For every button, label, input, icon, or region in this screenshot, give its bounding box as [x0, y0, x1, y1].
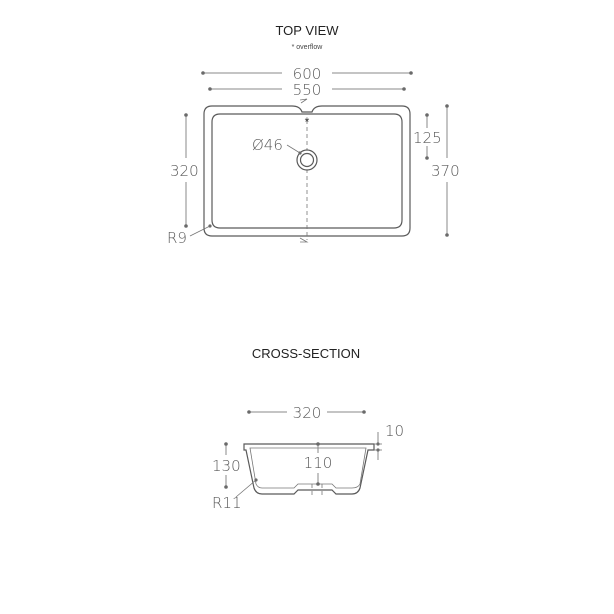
outer-width-dimension: 600 [201, 65, 413, 83]
overflow-offset-dimension: 125 [413, 113, 442, 160]
inner-width-label: 550 [293, 81, 322, 99]
corner-radius-label: R9 [167, 229, 187, 247]
drain-icon [286, 144, 318, 171]
section-cut-mark-bottom [299, 237, 309, 243]
drain-diameter-label: Ø46 [252, 136, 283, 154]
overflow-marker: * [305, 115, 310, 129]
section-inner-profile [249, 447, 367, 489]
cross-section: CROSS-SECTION 320 130 [212, 346, 404, 512]
overflow-note: * overflow [292, 44, 324, 51]
outer-width-label: 600 [293, 65, 322, 83]
overflow-offset-label: 125 [413, 129, 442, 147]
rim-thickness-dimension: 10 [374, 422, 404, 460]
corner-radius-callout: R9 [167, 224, 212, 247]
section-radius-callout: R11 [212, 478, 258, 512]
top-view: TOP VIEW * overflow 600 550 * [167, 23, 460, 247]
section-depth-dimension: 130 [212, 442, 241, 489]
top-view-title: TOP VIEW [275, 23, 339, 38]
inner-width-dimension: 550 [208, 81, 406, 99]
outer-depth-dimension: 370 [431, 104, 460, 237]
outer-depth-label: 370 [431, 162, 460, 180]
inner-depth-label: 320 [170, 162, 199, 180]
basin-outer-outline [203, 105, 411, 237]
cross-section-title: CROSS-SECTION [252, 346, 360, 361]
section-radius-label: R11 [212, 494, 242, 512]
section-inner-depth-dimension: 110 [304, 442, 333, 486]
section-width-dimension: 320 [247, 404, 366, 422]
section-width-label: 320 [293, 404, 322, 422]
section-depth-label: 130 [212, 457, 241, 475]
section-cut-mark-top [299, 98, 308, 104]
section-outer-profile [243, 443, 375, 495]
section-inner-depth-label: 110 [304, 454, 333, 472]
rim-thickness-label: 10 [385, 422, 404, 440]
inner-depth-dimension: 320 [170, 113, 199, 228]
basin-inner-outline [211, 113, 403, 229]
